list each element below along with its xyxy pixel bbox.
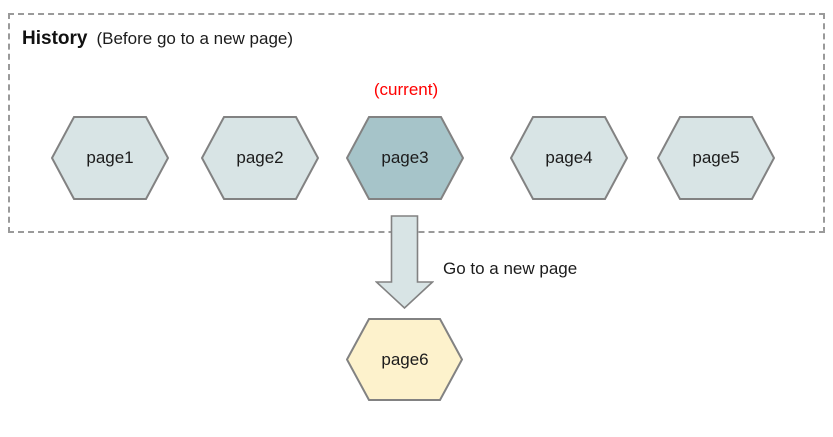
down-arrow-icon (374, 215, 435, 310)
page4-label: page4 (545, 148, 593, 167)
history-title-row: History (Before go to a new page) (22, 28, 293, 50)
current-marker-label: (current) (373, 80, 439, 99)
hexagon-icon (201, 116, 319, 200)
page3-label: page3 (381, 148, 429, 167)
page6-label: page6 (381, 349, 429, 369)
page4-node: page4 (510, 116, 628, 200)
page3-node-current: page3 (346, 116, 464, 200)
history-title: History (22, 28, 88, 49)
hexagon-icon (510, 116, 628, 200)
hexagon-icon (346, 116, 464, 200)
go-to-new-page-label: Go to a new page (443, 259, 578, 278)
hexagon-icon (346, 318, 463, 401)
page5-node: page5 (657, 116, 775, 200)
history-subtitle: (Before go to a new page) (96, 29, 294, 48)
hexagon-icon (657, 116, 775, 200)
page2-label: page2 (236, 148, 284, 167)
page6-node-new: page6 (346, 318, 464, 401)
page1-node: page1 (51, 116, 169, 200)
hexagon-icon (51, 116, 169, 200)
page2-node: page2 (201, 116, 319, 200)
page5-label: page5 (692, 148, 740, 167)
page1-label: page1 (86, 148, 134, 167)
